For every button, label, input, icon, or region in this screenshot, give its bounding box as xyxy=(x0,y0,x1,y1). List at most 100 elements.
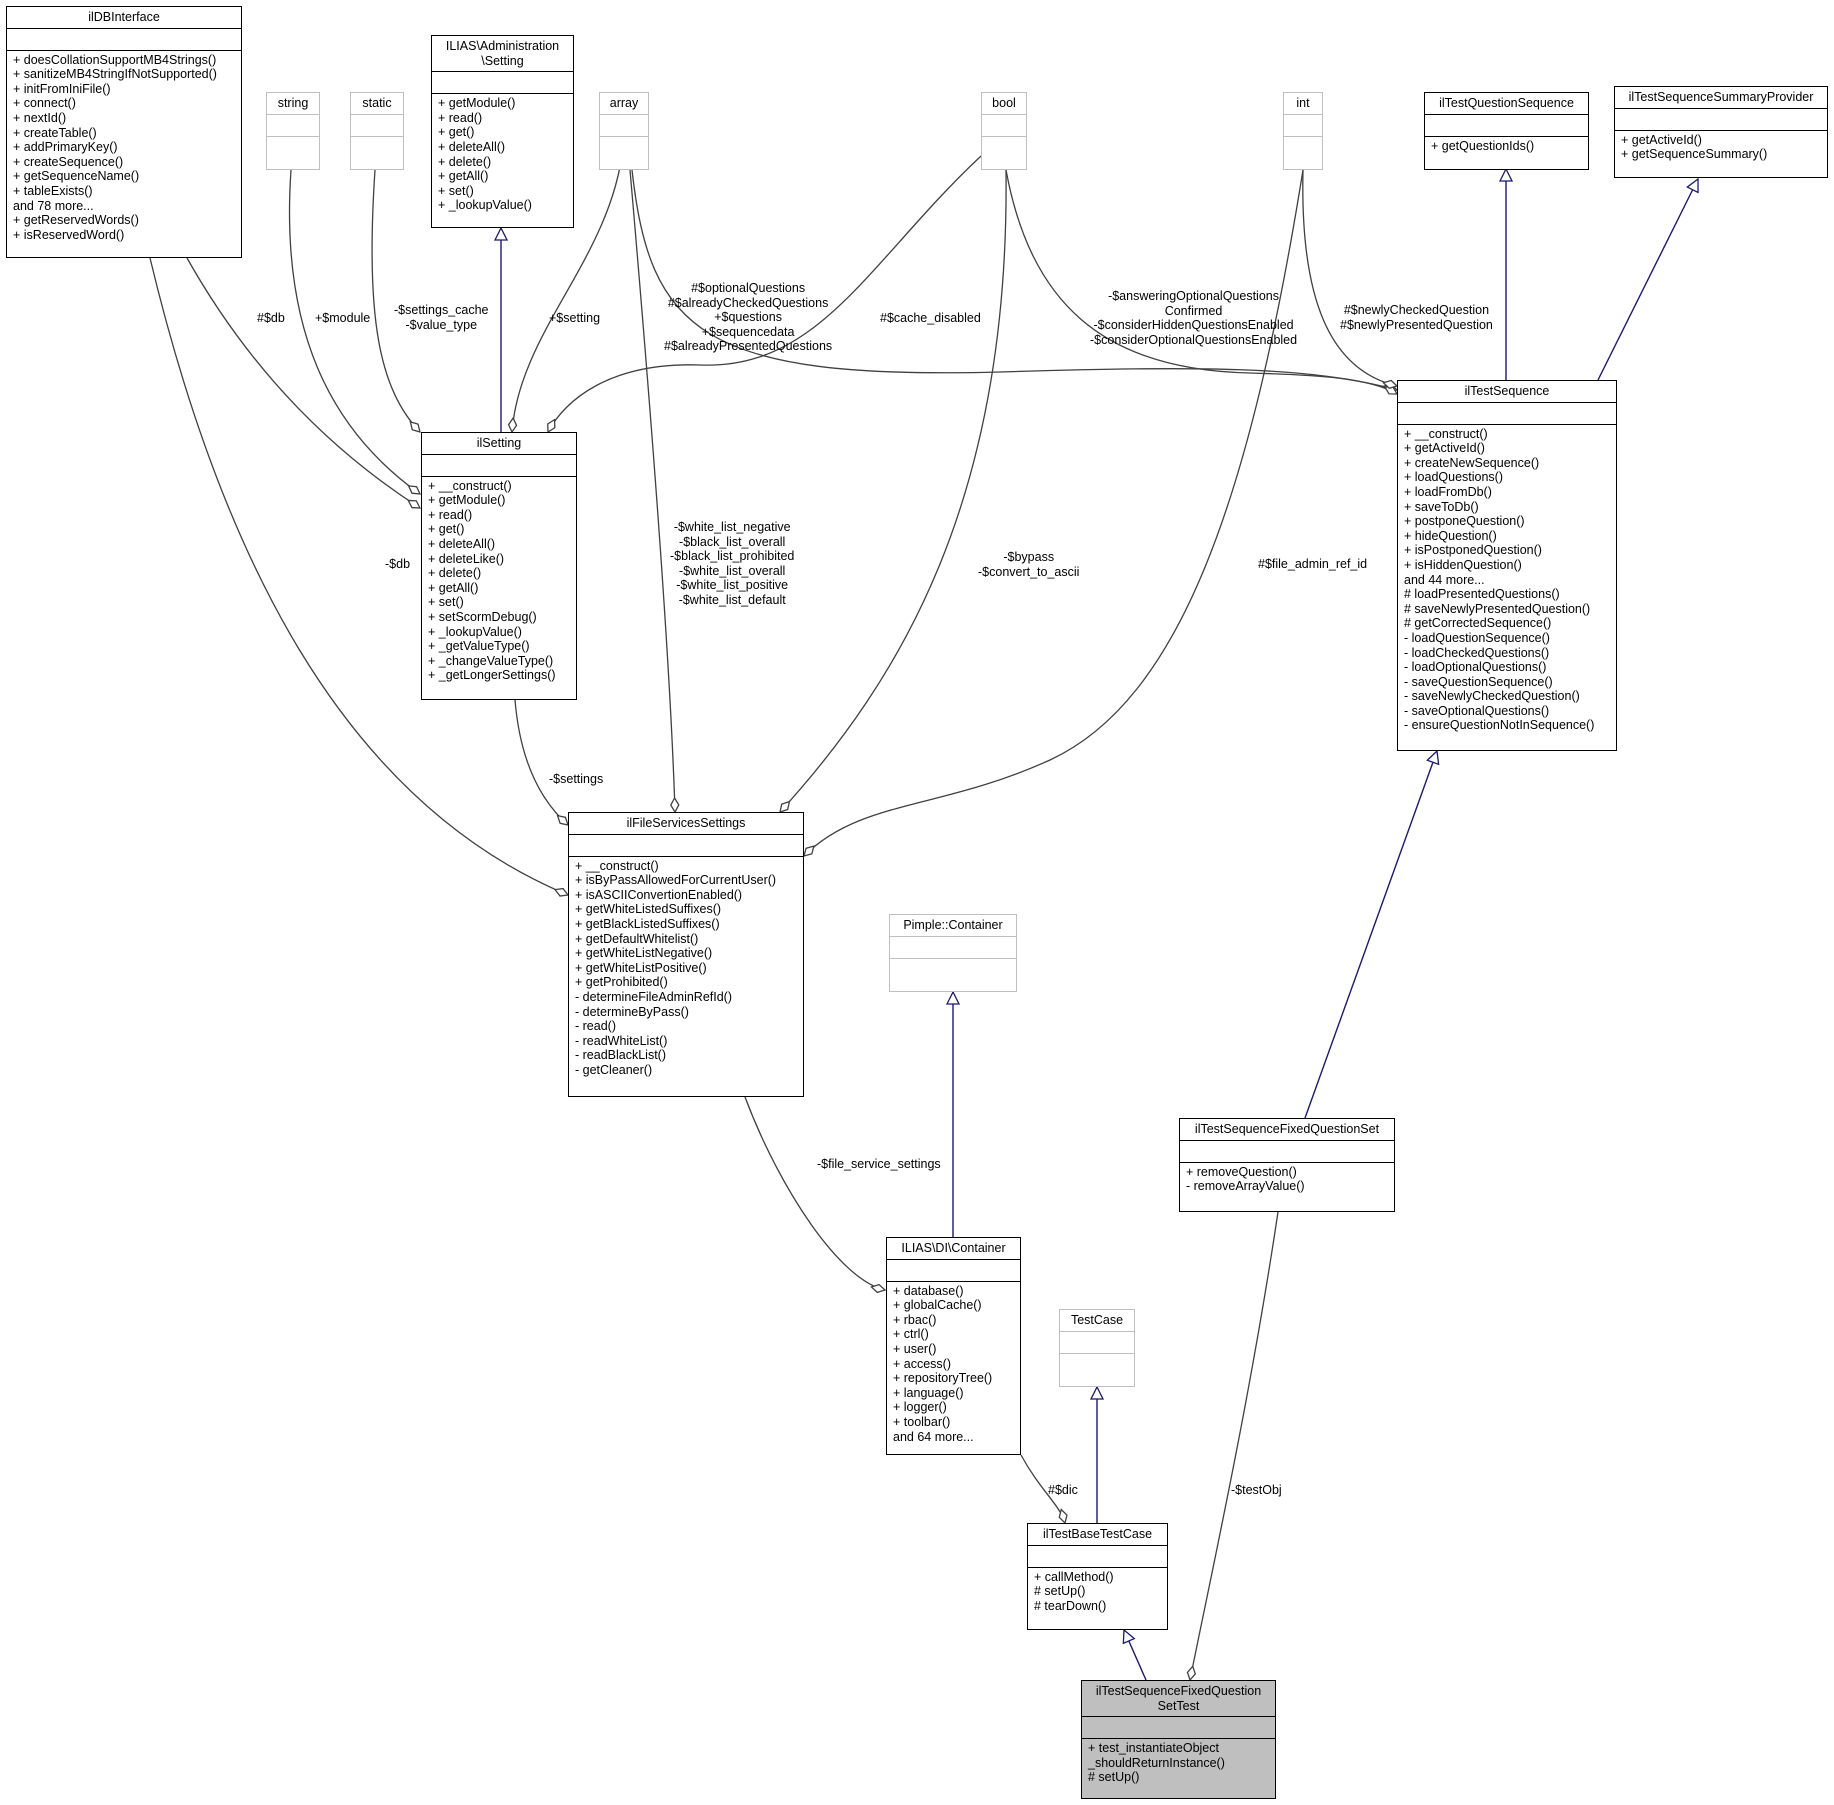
edge-fileservices-to-dicontainer xyxy=(744,1096,885,1290)
class-attributes xyxy=(422,453,576,476)
class-title: ilTestQuestionSequence xyxy=(1439,96,1574,110)
class-attributes xyxy=(1180,1139,1394,1162)
class-attributes xyxy=(1028,1544,1167,1567)
class-operations: + database()+ globalCache()+ rbac()+ ctr… xyxy=(887,1280,1020,1449)
class-operation: + _getLongerSettings() xyxy=(428,668,556,683)
class-operations: + doesCollationSupportMB4Strings()+ sani… xyxy=(7,49,241,247)
class-title: static xyxy=(362,96,392,110)
class-operations: + __construct()+ getModule()+ read()+ ge… xyxy=(422,475,576,687)
class-operation: + globalCache() xyxy=(893,1298,982,1313)
class-title: bool xyxy=(992,96,1016,110)
edge-label-newly: #$newlyCheckedQuestion #$newlyPresentedQ… xyxy=(1340,303,1493,332)
class-operation: + loadQuestions() xyxy=(1404,470,1504,485)
class-operation: - getCleaner() xyxy=(575,1062,653,1077)
class-operation: + test_instantiateObject xyxy=(1088,1741,1219,1756)
class-attributes xyxy=(7,27,241,50)
edge-array-to-fileservices xyxy=(629,169,675,812)
class-operation: + deleteAll() xyxy=(438,139,506,154)
class-ilfileservicessettings: ilFileServicesSettings + __construct()+ … xyxy=(568,812,804,1097)
class-operation: + removeQuestion() xyxy=(1186,1164,1297,1179)
edge-label-white-list: -$white_list_negative -$black_list_overa… xyxy=(670,520,795,607)
class-operation: - loadOptionalQuestions() xyxy=(1404,660,1547,675)
class-operation: + initFromIniFile() xyxy=(13,81,111,96)
class-operation: + ctrl() xyxy=(893,1327,929,1342)
class-iltestbasetestcase: ilTestBaseTestCase + callMethod()# setUp… xyxy=(1027,1523,1168,1630)
class-operation: + isReservedWord() xyxy=(13,227,125,242)
edge-fixedset-to-focus xyxy=(1190,1211,1279,1680)
edge-label-cache-disabled: #$cache_disabled xyxy=(880,311,981,325)
class-operation: + toolbar() xyxy=(893,1414,951,1429)
class-ilsetting: ilSetting + __construct()+ getModule()+ … xyxy=(421,432,577,700)
class-operation: # setUp() xyxy=(1088,1770,1140,1785)
class-operation: and 64 more... xyxy=(893,1429,974,1444)
class-operation: + connect() xyxy=(13,96,76,111)
class-operations xyxy=(1060,1352,1134,1375)
class-iltestsequence: ilTestSequence + __construct()+ getActiv… xyxy=(1397,380,1617,751)
class-operation: + logger() xyxy=(893,1400,947,1415)
class-operation: + getDefaultWhitelist() xyxy=(575,931,699,946)
class-array: array xyxy=(599,92,649,170)
class-attributes xyxy=(569,833,803,856)
class-operations: + callMethod()# setUp()# tearDown() xyxy=(1028,1566,1167,1618)
edge-iltestsequence-to-summaryprovider xyxy=(1597,179,1698,381)
class-operation: + rbac() xyxy=(893,1312,937,1327)
class-operation: + postponeQuestion() xyxy=(1404,514,1525,529)
class-operation: + language() xyxy=(893,1385,964,1400)
class-operations: + getQuestionIds() xyxy=(1425,135,1588,158)
class-operations: + test_instantiateObject_shouldReturnIns… xyxy=(1082,1738,1275,1789)
class-title: ILIAS\DI\Container xyxy=(901,1241,1006,1255)
class-title: ilTestSequence xyxy=(1464,384,1550,398)
class-title: ILIAS\Administration \Setting xyxy=(445,39,560,68)
class-operations xyxy=(267,135,319,158)
class-operation: + setScormDebug() xyxy=(428,609,537,624)
class-title: TestCase xyxy=(1070,1313,1124,1327)
edge-static-to-ilsetting xyxy=(371,169,420,432)
class-operation: + getModule() xyxy=(428,493,506,508)
class-ildbinterface: ilDBInterface + doesCollationSupportMB4S… xyxy=(6,6,242,258)
class-operation: + getActiveId() xyxy=(1404,441,1485,456)
class-int: int xyxy=(1283,92,1323,170)
class-pimple-container: Pimple::Container xyxy=(889,914,1017,992)
class-attributes xyxy=(890,935,1016,958)
edge-label-setting: +$setting xyxy=(549,311,601,325)
class-operation: + access() xyxy=(893,1356,952,1371)
class-operation: + set() xyxy=(438,183,474,198)
class-operation: + addPrimaryKey() xyxy=(13,140,118,155)
class-operations xyxy=(600,135,648,158)
class-operations xyxy=(982,135,1026,158)
class-operations: + removeQuestion()- removeArrayValue() xyxy=(1180,1161,1394,1198)
edge-array-to-iltestsequence xyxy=(631,169,1397,390)
class-operation: # loadPresentedQuestions() xyxy=(1404,587,1560,602)
class-title: string xyxy=(277,96,309,110)
class-operation: + read() xyxy=(438,110,483,125)
class-operation: + getBlackListedSuffixes() xyxy=(575,916,720,931)
class-focus-iltestsequencefixedquestionsettest: ilTestSequenceFixedQuestion SetTest + te… xyxy=(1081,1680,1276,1799)
class-operation: + createSequence() xyxy=(13,154,124,169)
class-attributes xyxy=(432,71,573,93)
class-operation: - loadQuestionSequence() xyxy=(1404,630,1550,645)
class-operation: - determineFileAdminRefId() xyxy=(575,989,732,1004)
edge-bool-to-iltestsequence xyxy=(1005,169,1397,394)
class-operation: - read() xyxy=(575,1019,616,1034)
edge-label-settings: -$settings xyxy=(549,772,604,786)
class-ilias-di-container: ILIAS\DI\Container + database()+ globalC… xyxy=(886,1237,1021,1455)
class-operation: + tableExists() xyxy=(13,183,93,198)
edge-array-to-ilsetting xyxy=(512,147,624,432)
class-title: Pimple::Container xyxy=(903,918,1003,932)
edge-ildbinterface-to-fileservices xyxy=(149,257,568,895)
class-operation: + repositoryTree() xyxy=(893,1371,993,1386)
edge-label-sequence-arrays: #$optionalQuestions #$alreadyCheckedQues… xyxy=(664,281,833,354)
class-operation: + createNewSequence() xyxy=(1404,455,1540,470)
class-operation: + user() xyxy=(893,1341,937,1356)
class-operation: - ensureQuestionNotInSequence() xyxy=(1404,718,1595,733)
class-operation: - saveNewlyCheckedQuestion() xyxy=(1404,689,1580,704)
class-operation: + getActiveId() xyxy=(1621,132,1702,147)
class-operation: and 44 more... xyxy=(1404,572,1485,587)
class-operation: + getQuestionIds() xyxy=(1431,138,1535,153)
class-operation: + read() xyxy=(428,507,473,522)
class-operation: _shouldReturnInstance() xyxy=(1088,1755,1225,1770)
class-attributes xyxy=(267,113,319,136)
edge-label-bypass: -$bypass -$convert_to_ascii xyxy=(978,550,1080,579)
class-operation: + getAll() xyxy=(428,580,479,595)
